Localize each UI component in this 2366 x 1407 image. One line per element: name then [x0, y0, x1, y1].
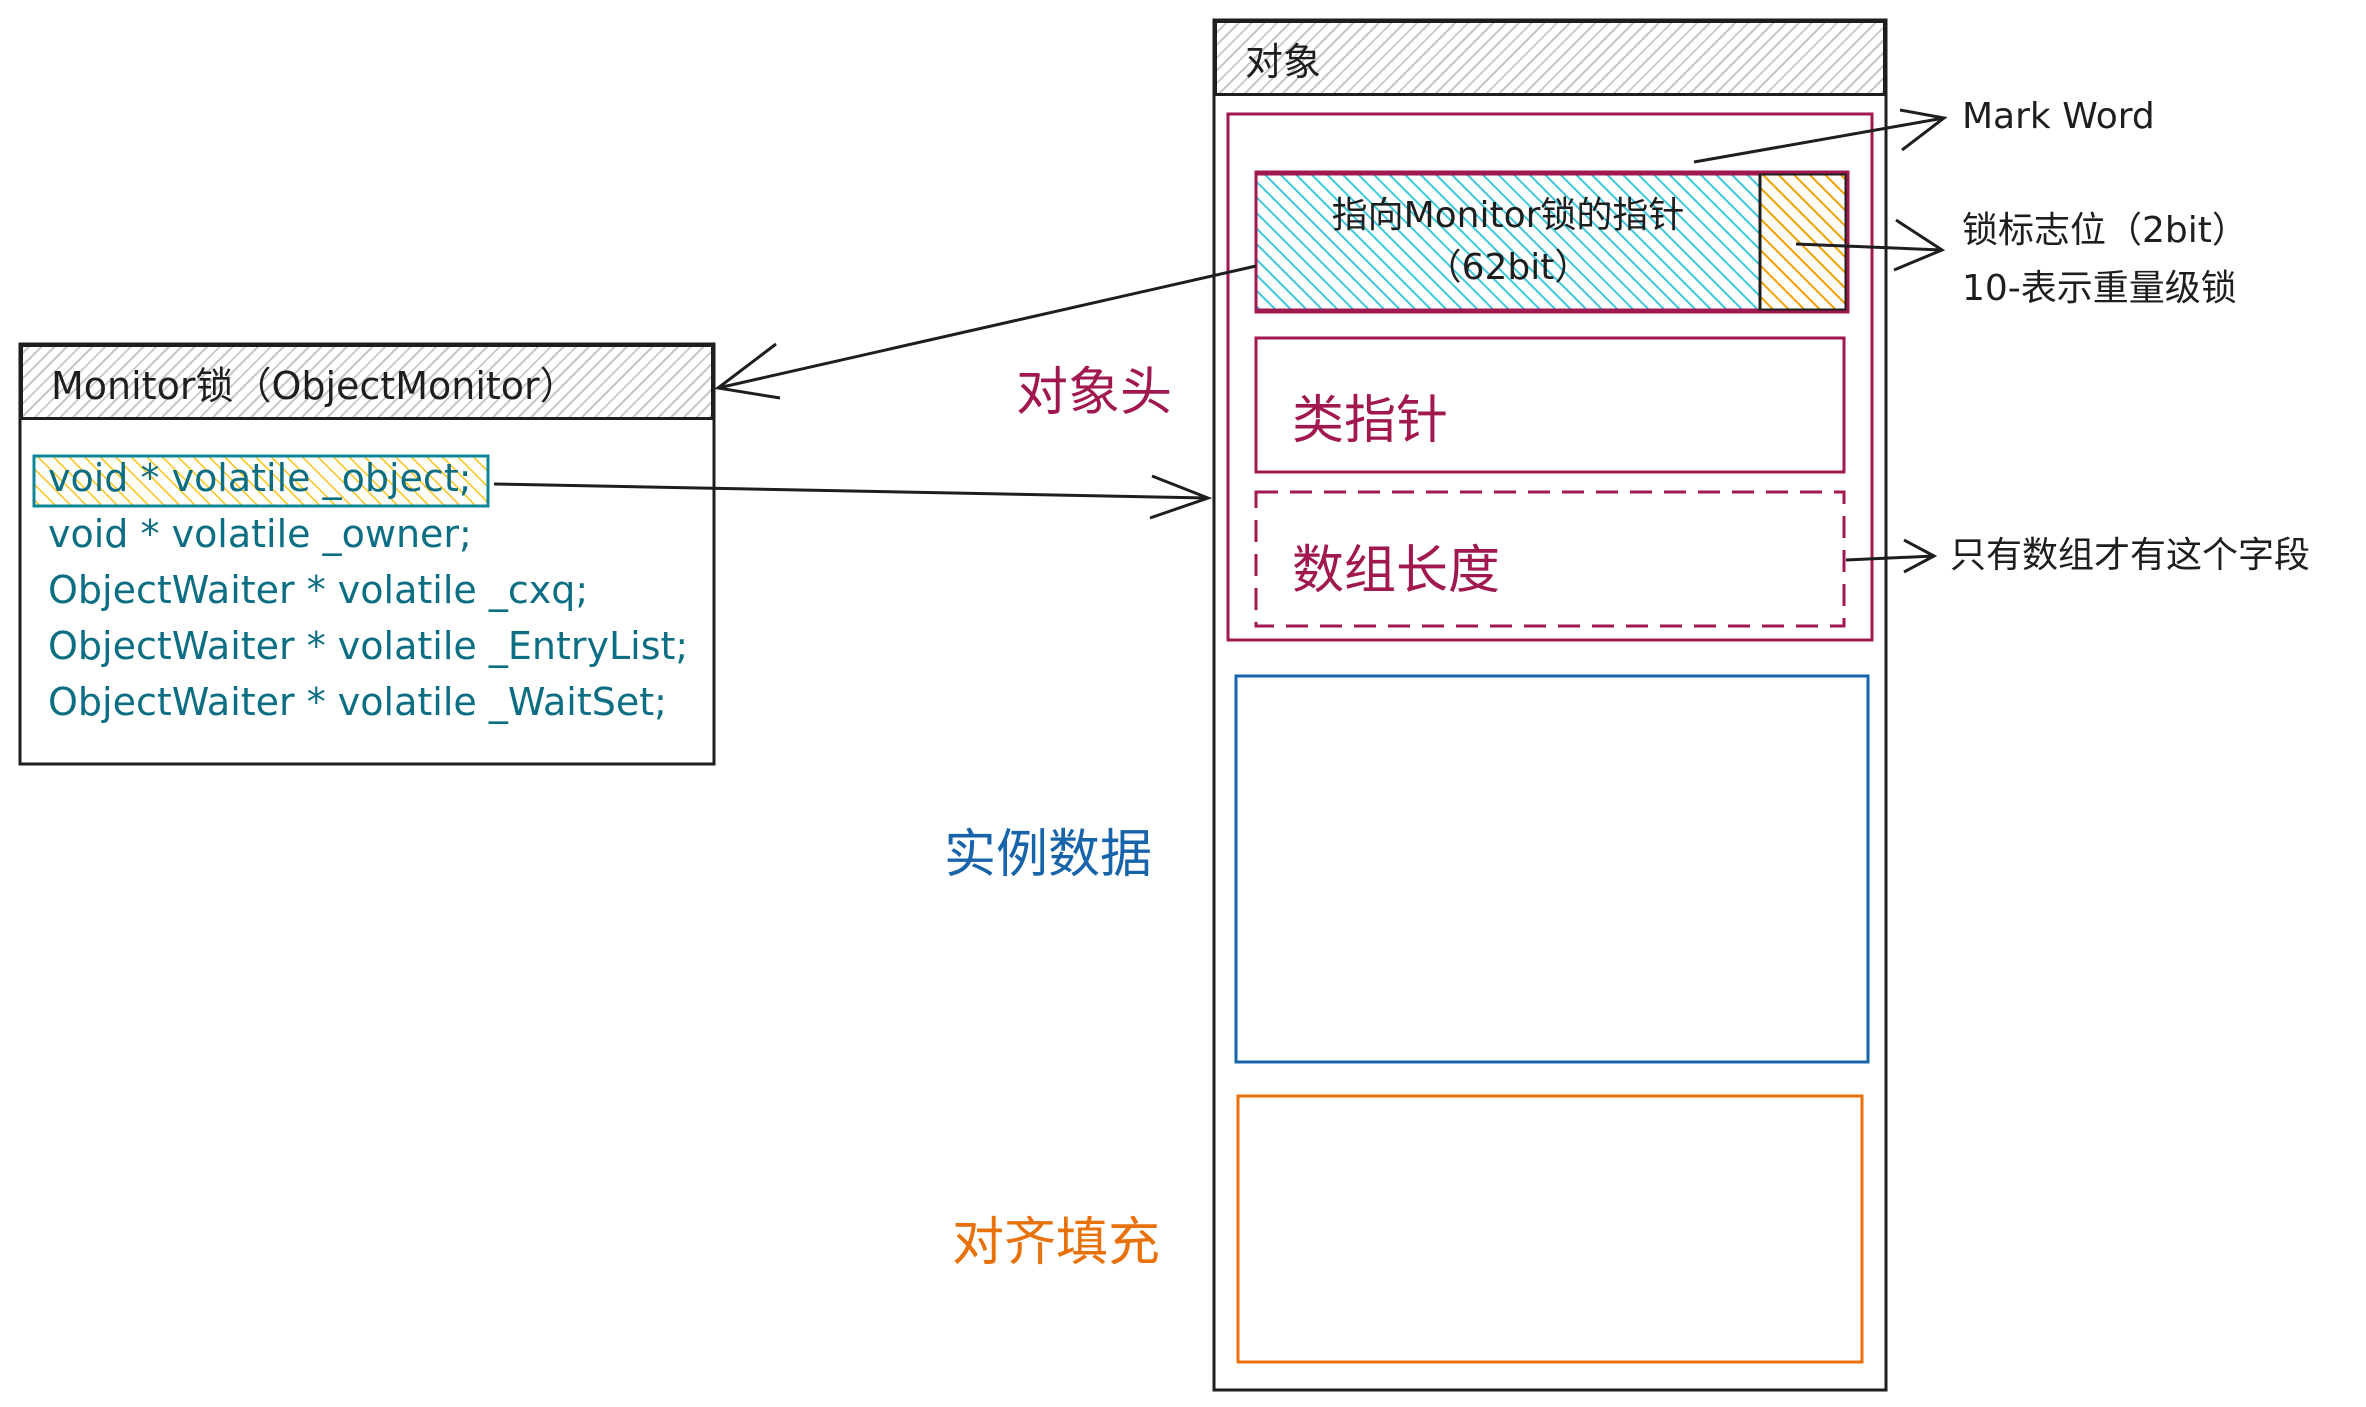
object-title-bar: 对象 [1214, 20, 1886, 96]
array-length-box [1254, 490, 1846, 628]
monitor-field: void * volatile _object; [48, 456, 472, 500]
padding-label: 对齐填充 [952, 1213, 1161, 1273]
array-length-label: 数组长度 [1292, 541, 1501, 601]
mark-word-arrowhead [1899, 108, 1948, 152]
mark-word-outline [1254, 170, 1850, 314]
lock-flag-arrow [1795, 242, 1943, 252]
object-title: 对象 [1245, 39, 1322, 84]
monitor-pointer-label: 指向Monitor锁的指针 （62bit） [1256, 190, 1760, 294]
class-pointer-label: 类指针 [1292, 391, 1449, 451]
pointer-to-monitor-arrow [717, 264, 1257, 390]
monitor-pointer-line1: 指向Monitor锁的指针 [1331, 195, 1685, 236]
monitor-title: Monitor锁（ObjectMonitor） [51, 363, 578, 408]
lock-flag-line1: 锁标志位（2bit） [1962, 210, 2248, 251]
object-header-box [1226, 112, 1874, 642]
object-field-to-object-arrow [493, 482, 1209, 500]
object-header-label: 对象头 [1016, 363, 1173, 423]
pointer-to-monitor-arrowhead [714, 342, 781, 400]
lock-flag-segment [1758, 172, 1848, 312]
lock-flag-arrowhead [1893, 218, 1946, 272]
class-pointer-box [1254, 336, 1846, 474]
object-field-highlight [32, 454, 490, 508]
lock-flag-line2: 10-表示重量级锁 [1962, 268, 2237, 309]
instance-data-label: 实例数据 [944, 825, 1153, 885]
object-field-to-object-arrowhead [1149, 474, 1213, 520]
instance-data-box [1234, 674, 1870, 1064]
padding-box [1236, 1094, 1864, 1364]
mark-word-annotation: Mark Word [1962, 96, 2155, 137]
monitor-pointer-line2: （62bit） [1425, 247, 1591, 288]
monitor-pointer-segment [1254, 172, 1762, 312]
monitor-field: ObjectWaiter * volatile _EntryList; [48, 624, 689, 668]
monitor-field: ObjectWaiter * volatile _WaitSet; [48, 680, 667, 724]
lock-flag-annotation: 锁标志位（2bit） 10-表示重量级锁 [1962, 202, 2248, 318]
mark-word-arrow [1693, 116, 1945, 164]
monitor-title-bar: Monitor锁（ObjectMonitor） [20, 344, 714, 420]
monitor-field: ObjectWaiter * volatile _cxq; [48, 568, 589, 612]
array-only-annotation: 只有数组才有这个字段 [1950, 535, 2311, 576]
array-only-arrow [1845, 554, 1935, 562]
array-only-arrowhead [1903, 538, 1938, 574]
monitor-field: void * volatile _owner; [48, 512, 472, 556]
